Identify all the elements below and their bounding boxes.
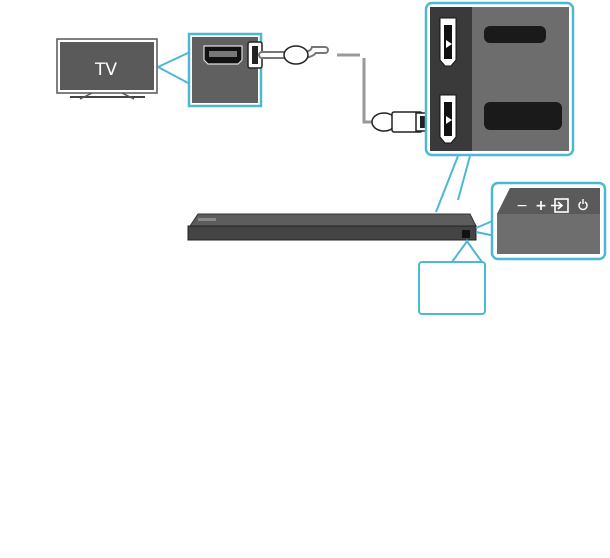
soundbar-hdmi-plug-icon (371, 111, 433, 133)
volume-down-button[interactable]: − (516, 198, 528, 214)
back-panel-label-slot (484, 26, 546, 43)
soundbar-icon (187, 213, 477, 241)
soundbar-button-panel-callout: − + (490, 181, 607, 261)
back-panel-pointer (435, 155, 471, 213)
tv-callout-pointer (157, 51, 191, 85)
tv-label: TV (94, 60, 117, 80)
indicator-pointer (451, 239, 483, 263)
soundbar-back-panel-callout (424, 1, 575, 157)
volume-up-button[interactable]: + (535, 198, 547, 214)
power-icon[interactable] (578, 199, 588, 211)
tv-hdmi-port-callout (187, 32, 263, 108)
hdmi-in-port-icon (439, 17, 457, 67)
hdmi-out-port-icon (439, 94, 457, 144)
back-panel-label-slot (484, 102, 562, 130)
hdmi-cable (258, 45, 380, 124)
tv-hdmi-port-icon (203, 45, 243, 65)
tv-icon: TV (56, 38, 158, 100)
source-icon[interactable] (551, 198, 569, 213)
indicator-callout (418, 261, 486, 315)
